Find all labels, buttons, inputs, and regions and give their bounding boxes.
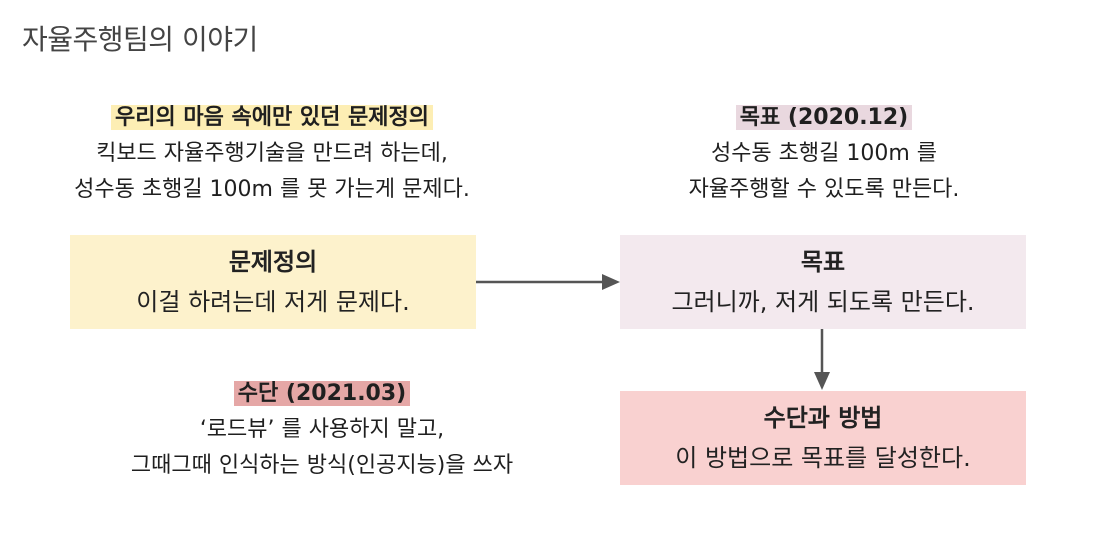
problem-note: 우리의 마음 속에만 있던 문제정의 킥보드 자율주행기술을 만드려 하는데, …: [22, 100, 522, 208]
problem-box-description: 이걸 하려는데 저게 문제다.: [136, 288, 410, 316]
problem-note-line: 킥보드 자율주행기술을 만드려 하는데,: [96, 141, 448, 166]
goal-note-line: 성수동 초행길 100m 를: [710, 141, 938, 166]
goal-note-heading: 목표 (2020.12): [735, 105, 913, 130]
means-note-line: ‘로드뷰’ 를 사용하지 말고,: [199, 417, 445, 442]
goal-to-means-arrow: [814, 329, 830, 390]
means-box-title: 수단과 방법: [763, 404, 883, 432]
goal-box-description: 그러니까, 저게 되도록 만든다.: [671, 288, 975, 316]
means-note: 수단 (2021.03) ‘로드뷰’ 를 사용하지 말고, 그때그때 인식하는 …: [22, 376, 622, 484]
page-title: 자율주행팀의 이야기: [22, 23, 258, 56]
problem-box: 문제정의 이걸 하려는데 저게 문제다.: [70, 235, 476, 329]
goal-box: 목표 그러니까, 저게 되도록 만든다.: [620, 235, 1026, 329]
problem-to-goal-arrow: [476, 274, 620, 290]
means-note-line: 그때그때 인식하는 방식(인공지능)을 쓰자: [130, 453, 514, 478]
means-box: 수단과 방법 이 방법으로 목표를 달성한다.: [620, 391, 1026, 485]
problem-note-heading: 우리의 마음 속에만 있던 문제정의: [111, 105, 433, 130]
means-box-description: 이 방법으로 목표를 달성한다.: [675, 444, 971, 472]
goal-box-title: 목표: [800, 248, 846, 276]
goal-note: 목표 (2020.12) 성수동 초행길 100m 를 자율주행할 수 있도록 …: [622, 100, 1026, 208]
problem-note-line: 성수동 초행길 100m 를 못 가는게 문제다.: [74, 177, 470, 202]
problem-box-title: 문제정의: [228, 248, 318, 276]
goal-note-line: 자율주행할 수 있도록 만든다.: [688, 177, 960, 202]
means-note-heading: 수단 (2021.03): [233, 381, 411, 406]
